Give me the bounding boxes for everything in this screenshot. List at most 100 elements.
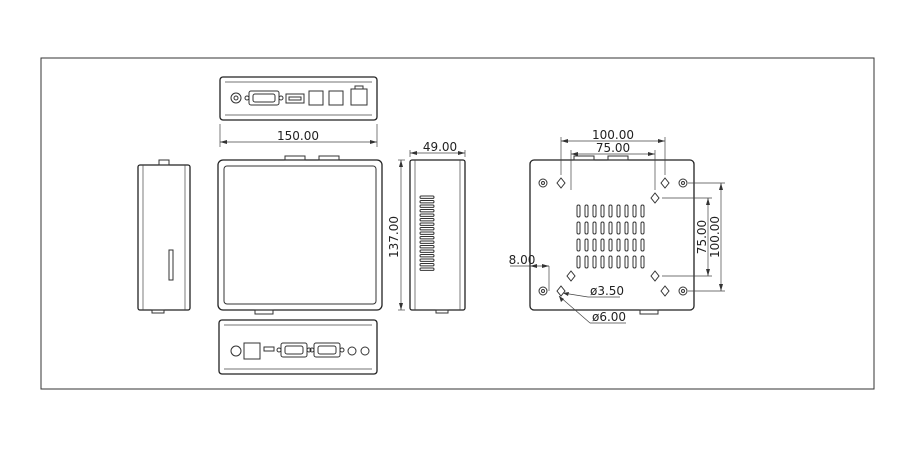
- vent-slot: [576, 221, 581, 235]
- power-jack-icon: [230, 92, 242, 104]
- left-side-view: [137, 159, 191, 314]
- vent-slot: [576, 238, 581, 252]
- audio-jack-icon: [360, 346, 370, 356]
- front-panel-view: [218, 319, 378, 375]
- vent-slot: [632, 238, 637, 252]
- mount-hole-icon: [566, 270, 576, 282]
- vent-slot: [419, 209, 435, 213]
- vent-slot: [632, 255, 637, 269]
- vent-slot: [592, 204, 597, 218]
- vent-slot: [640, 204, 645, 218]
- bottom-view: [529, 155, 695, 315]
- vent-slot: [608, 238, 613, 252]
- vent-slot: [608, 204, 613, 218]
- power-button-icon: [230, 345, 242, 357]
- vent-slot: [419, 204, 435, 208]
- usb-port-icon: [328, 90, 344, 106]
- vent-slot: [584, 238, 589, 252]
- vent-slot: [616, 255, 621, 269]
- vent-slot: [419, 200, 435, 204]
- rear-panel-view: [219, 76, 378, 121]
- vga-port-icon: [244, 90, 284, 106]
- svg-text:137.00: 137.00: [387, 216, 401, 258]
- vent-slot: [600, 221, 605, 235]
- audio-jack-icon: [347, 346, 357, 356]
- svg-text:100.00: 100.00: [708, 216, 722, 258]
- com-port-icon: [276, 342, 312, 358]
- vent-slot: [419, 254, 435, 258]
- lan-port-icon: [243, 342, 261, 360]
- svg-text:ø6.00: ø6.00: [592, 310, 626, 324]
- svg-text:75.00: 75.00: [695, 220, 709, 254]
- hdmi-port-icon: [285, 93, 305, 104]
- mount-hole-icon: [650, 270, 660, 282]
- vent-slot: [624, 255, 629, 269]
- vent-slots-icon: [419, 195, 435, 271]
- callout-hole-large: ø6.00: [558, 295, 626, 324]
- mount-hole-icon: [660, 177, 670, 189]
- screw-icon: [538, 178, 548, 188]
- vent-slot: [640, 238, 645, 252]
- mount-hole-icon: [556, 177, 566, 189]
- svg-text:49.00: 49.00: [423, 140, 457, 154]
- vent-slot: [624, 204, 629, 218]
- vent-slot: [584, 221, 589, 235]
- screw-icon: [538, 286, 548, 296]
- callout-hole-small: ø3.50: [562, 284, 624, 298]
- dimension-front-width: 150.00: [219, 124, 378, 147]
- vent-slot: [419, 240, 435, 244]
- vent-slot: [419, 236, 435, 240]
- vent-slot: [419, 245, 435, 249]
- dimension-top-length: 137.00: [387, 159, 405, 311]
- com-port-icon: [309, 342, 345, 358]
- mount-hole-icon: [660, 285, 670, 297]
- vent-slot: [592, 238, 597, 252]
- vent-slot: [419, 222, 435, 226]
- dimension-vertical-spacing-a: 75.00: [662, 197, 712, 277]
- vent-slot: [616, 204, 621, 218]
- vent-slot: [419, 267, 435, 271]
- dimension-top-depth: 49.00: [409, 140, 466, 157]
- card-slot-icon: [168, 249, 174, 281]
- svg-text:ø3.50: ø3.50: [590, 284, 624, 298]
- vent-slot: [616, 238, 621, 252]
- vent-slot: [600, 255, 605, 269]
- vent-slot: [419, 249, 435, 253]
- vent-slot: [419, 213, 435, 217]
- mount-hole-icon: [650, 192, 660, 204]
- screw-icon: [678, 286, 688, 296]
- dimension-edge-offset: 8.00: [509, 253, 550, 291]
- dimension-vertical-spacing-b: 100.00: [688, 182, 725, 292]
- vent-slot: [624, 238, 629, 252]
- vent-slot: [419, 263, 435, 267]
- vent-slot: [584, 255, 589, 269]
- usb-port-icon: [308, 90, 324, 106]
- vent-slot: [640, 255, 645, 269]
- vent-slot: [624, 221, 629, 235]
- mount-hole-icon: [556, 285, 566, 297]
- vent-slot: [608, 221, 613, 235]
- vent-slot: [419, 195, 435, 199]
- svg-text:75.00: 75.00: [596, 141, 630, 155]
- vent-slot: [640, 221, 645, 235]
- vent-slot: [592, 255, 597, 269]
- vent-slots-icon: [576, 204, 645, 269]
- vent-slot: [632, 221, 637, 235]
- vent-slot: [600, 204, 605, 218]
- dimension-hole-spacing-b: 75.00: [570, 141, 656, 190]
- vent-slot: [576, 255, 581, 269]
- screw-icon: [678, 178, 688, 188]
- right-side-view: [409, 159, 466, 314]
- svg-text:100.00: 100.00: [592, 128, 634, 142]
- vent-slot: [616, 221, 621, 235]
- dimension-hole-spacing-a: 100.00: [560, 128, 666, 175]
- vent-slot: [419, 258, 435, 262]
- vent-slot: [419, 218, 435, 222]
- vent-slot: [419, 227, 435, 231]
- svg-text:150.00: 150.00: [277, 129, 319, 143]
- vent-slot: [419, 231, 435, 235]
- vent-slot: [608, 255, 613, 269]
- vent-slot: [584, 204, 589, 218]
- vent-slot: [600, 238, 605, 252]
